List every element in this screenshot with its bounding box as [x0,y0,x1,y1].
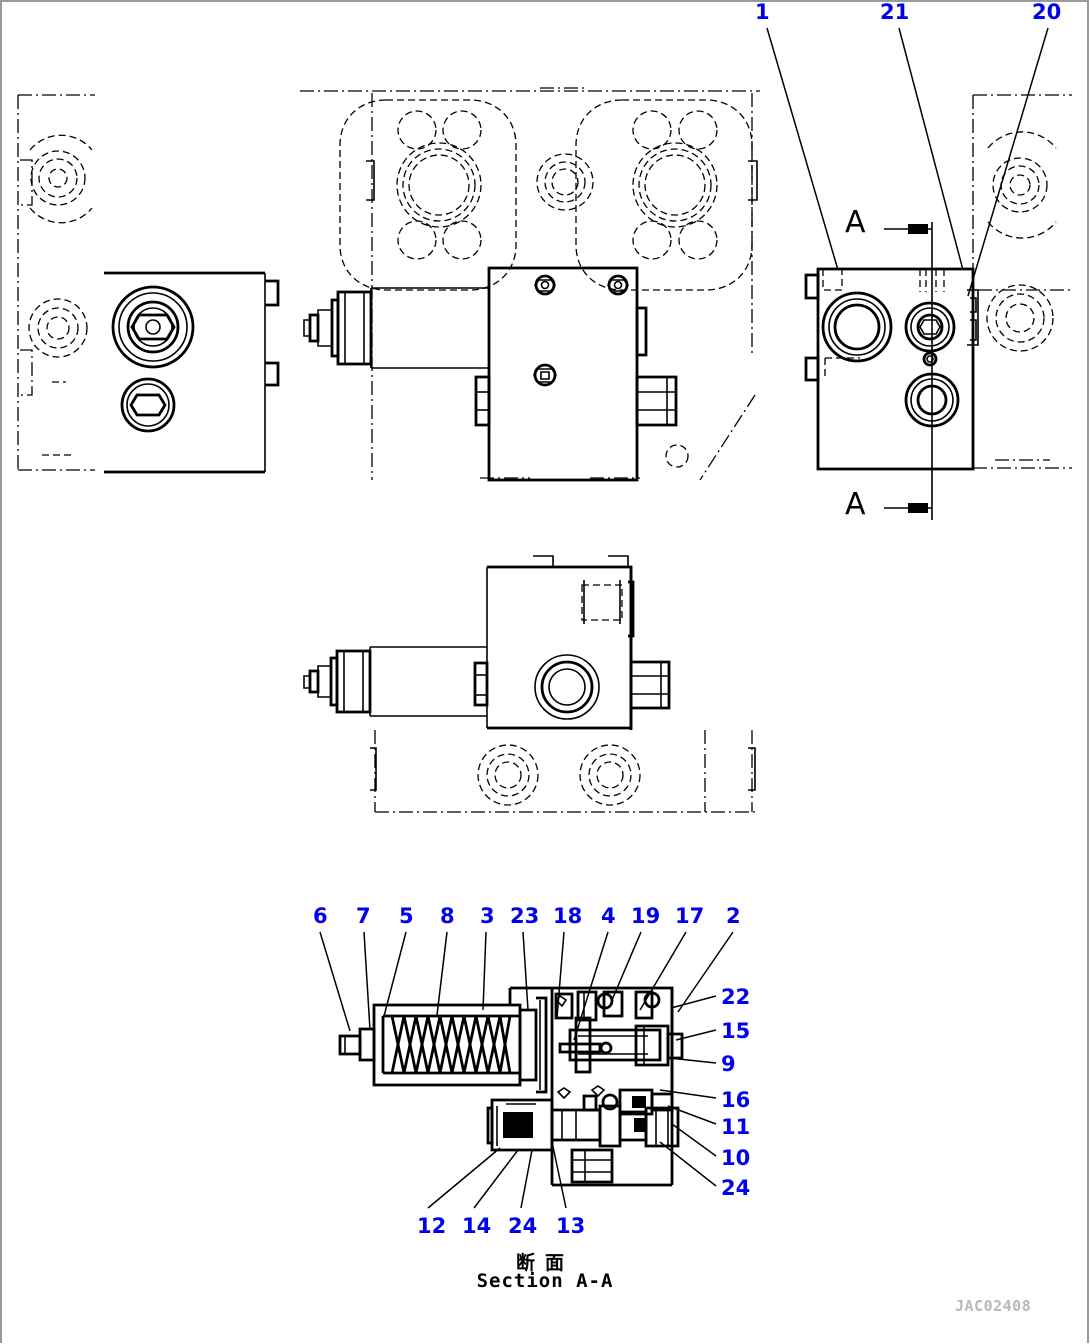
callout-24-bottom[interactable]: 24 [508,1214,538,1238]
section-mark-a-top: A [845,205,866,240]
callout-5[interactable]: 5 [399,904,414,928]
section-a-a-view [338,986,684,1187]
section-top-leader-lines [319,931,734,1041]
callout-7[interactable]: 7 [356,904,371,928]
callout-4[interactable]: 4 [601,904,616,928]
callout-11[interactable]: 11 [721,1115,751,1139]
callout-19[interactable]: 19 [631,904,661,928]
callout-2[interactable]: 2 [726,904,741,928]
section-mark-a-bottom: A [845,487,866,522]
drawing-number-watermark: JAC02408 [955,1297,1032,1315]
callout-22[interactable]: 22 [721,985,751,1009]
section-right-leader-lines [659,995,717,1187]
callout-6[interactable]: 6 [313,904,328,928]
front-elevation-view [303,555,756,813]
callout-3[interactable]: 3 [480,904,495,928]
top-leader-lines [766,27,1049,297]
callout-15[interactable]: 15 [721,1019,751,1043]
top-plan-view [300,87,760,482]
left-end-view [17,94,280,474]
section-title-english: Section A-A [476,1270,614,1292]
callout-16[interactable]: 16 [721,1088,751,1112]
section-bottom-leader-lines [427,1141,567,1209]
callout-8[interactable]: 8 [440,904,455,928]
callout-9[interactable]: 9 [721,1052,736,1076]
callout-24-right[interactable]: 24 [721,1176,751,1200]
callout-17[interactable]: 17 [675,904,705,928]
callout-23[interactable]: 23 [510,904,540,928]
right-end-view [804,94,1072,520]
callout-1[interactable]: 1 [755,0,770,24]
callout-20[interactable]: 20 [1032,0,1062,24]
section-title-japanese: 断面 [515,1252,574,1274]
callout-12[interactable]: 12 [417,1214,447,1238]
callout-18[interactable]: 18 [553,904,583,928]
callout-13[interactable]: 13 [556,1214,586,1238]
callout-14[interactable]: 14 [462,1214,492,1238]
callout-10[interactable]: 10 [721,1146,751,1170]
callout-21[interactable]: 21 [880,0,910,24]
